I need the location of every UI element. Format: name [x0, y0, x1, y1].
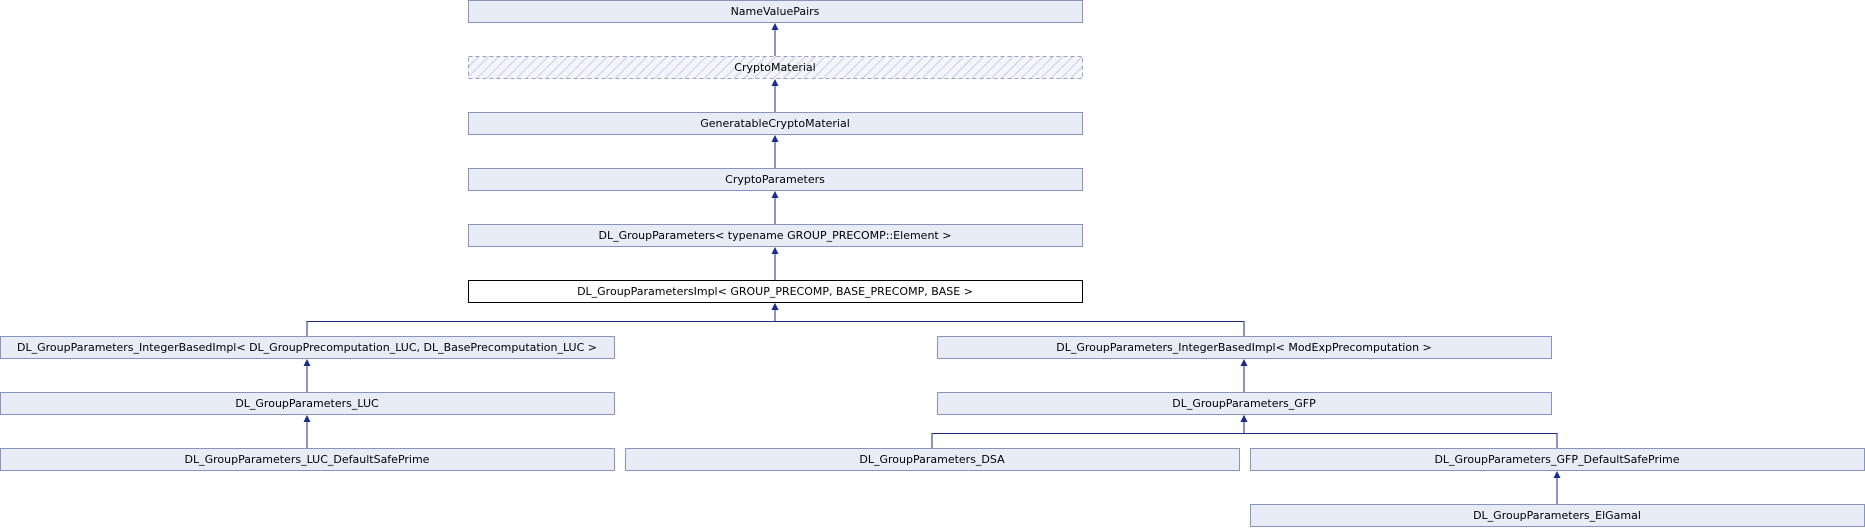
edge-cryptoparameters-to-generatablecryptomaterial: [771, 135, 779, 168]
arrow-head-icon: [771, 135, 779, 142]
class-node-cryptoparameters[interactable]: CryptoParameters: [468, 168, 1083, 191]
class-label: DL_GroupParameters_IntegerBasedImpl< Mod…: [1056, 341, 1432, 354]
class-node-cryptomaterial[interactable]: CryptoMaterial: [468, 56, 1083, 79]
arrow-head-icon: [771, 79, 779, 86]
edge-dl-gfp-to-dl-integerbasedimpl-modexp: [1240, 359, 1248, 392]
arrow-head-icon: [771, 191, 779, 198]
arrow-head-icon: [1240, 415, 1248, 422]
edge-cryptomaterial-to-namevaluepairs: [771, 23, 779, 56]
edge-line: [1243, 421, 1558, 448]
edge-dl-luc-defaultsafeprime-to-dl-luc: [303, 415, 311, 448]
arrow-head-icon: [303, 415, 311, 422]
edge-dl-dsa-to-dl-gfp: [931, 415, 1248, 448]
edge-line: [931, 421, 1245, 448]
class-box: [0, 336, 615, 359]
edge-dl-integerbasedimpl-luc-to-dl-groupparametersimpl: [306, 303, 779, 336]
class-node-dl-groupparametersimpl: DL_GroupParametersImpl< GROUP_PRECOMP, B…: [468, 280, 1083, 303]
edge-dl-groupparameters-to-cryptoparameters: [771, 191, 779, 224]
class-label: DL_GroupParameters_LUC: [235, 397, 379, 410]
class-label: DL_GroupParameters_DSA: [859, 453, 1005, 466]
class-node-dl-gfp-defaultsafeprime[interactable]: DL_GroupParameters_GFP_DefaultSafePrime: [1250, 448, 1865, 471]
class-node-dl-elgamal[interactable]: DL_GroupParameters_ElGamal: [1250, 504, 1865, 527]
class-box: [937, 336, 1552, 359]
arrow-head-icon: [771, 23, 779, 30]
class-label: DL_GroupParameters_LUC_DefaultSafePrime: [185, 453, 430, 466]
class-label: DL_GroupParameters_ElGamal: [1473, 509, 1641, 522]
class-node-dl-groupparameters[interactable]: DL_GroupParameters< typename GROUP_PRECO…: [468, 224, 1083, 247]
arrow-head-icon: [1240, 359, 1248, 366]
class-label: DL_GroupParameters_GFP: [1172, 397, 1316, 410]
class-label: DL_GroupParametersImpl< GROUP_PRECOMP, B…: [577, 285, 973, 298]
class-box: [468, 0, 1083, 23]
class-node-dl-luc[interactable]: DL_GroupParameters_LUC: [0, 392, 615, 415]
arrow-head-icon: [771, 303, 779, 310]
class-box: [625, 448, 1240, 471]
class-node-dl-gfp[interactable]: DL_GroupParameters_GFP: [937, 392, 1552, 415]
edge-generatablecryptomaterial-to-cryptomaterial: [771, 79, 779, 112]
class-node-dl-integerbasedimpl-modexp[interactable]: DL_GroupParameters_IntegerBasedImpl< Mod…: [937, 336, 1552, 359]
class-label: CryptoMaterial: [734, 61, 815, 74]
class-label: CryptoParameters: [725, 173, 825, 186]
edge-line: [306, 309, 776, 336]
class-box: [0, 392, 615, 415]
edge-line: [774, 309, 1245, 336]
edge-dl-gfp-defaultsafeprime-to-dl-gfp: [1240, 415, 1558, 448]
class-node-dl-dsa[interactable]: DL_GroupParameters_DSA: [625, 448, 1240, 471]
class-label: DL_GroupParameters< typename GROUP_PRECO…: [599, 229, 952, 242]
class-box: [468, 56, 1083, 79]
class-label: NameValuePairs: [731, 5, 820, 18]
edge-dl-elgamal-to-dl-gfp-defaultsafeprime: [1553, 471, 1561, 504]
class-node-dl-integerbasedimpl-luc[interactable]: DL_GroupParameters_IntegerBasedImpl< DL_…: [0, 336, 615, 359]
edge-dl-integerbasedimpl-modexp-to-dl-groupparametersimpl: [771, 303, 1245, 336]
edge-dl-luc-to-dl-integerbasedimpl-luc: [303, 359, 311, 392]
arrow-head-icon: [771, 247, 779, 254]
class-box: [468, 168, 1083, 191]
class-box: [468, 112, 1083, 135]
class-box: [0, 448, 615, 471]
class-box: [937, 392, 1552, 415]
arrow-head-icon: [1553, 471, 1561, 478]
class-box: [468, 224, 1083, 247]
class-node-generatablecryptomaterial[interactable]: GeneratableCryptoMaterial: [468, 112, 1083, 135]
class-label: DL_GroupParameters_IntegerBasedImpl< DL_…: [17, 341, 597, 354]
edge-dl-groupparametersimpl-to-dl-groupparameters: [771, 247, 779, 280]
class-node-namevaluepairs[interactable]: NameValuePairs: [468, 0, 1083, 23]
class-label: DL_GroupParameters_GFP_DefaultSafePrime: [1434, 453, 1679, 466]
class-box: [468, 280, 1083, 303]
arrow-head-icon: [303, 359, 311, 366]
inheritance-edges: [303, 23, 1561, 504]
class-label: GeneratableCryptoMaterial: [700, 117, 850, 130]
class-node-dl-luc-defaultsafeprime[interactable]: DL_GroupParameters_LUC_DefaultSafePrime: [0, 448, 615, 471]
